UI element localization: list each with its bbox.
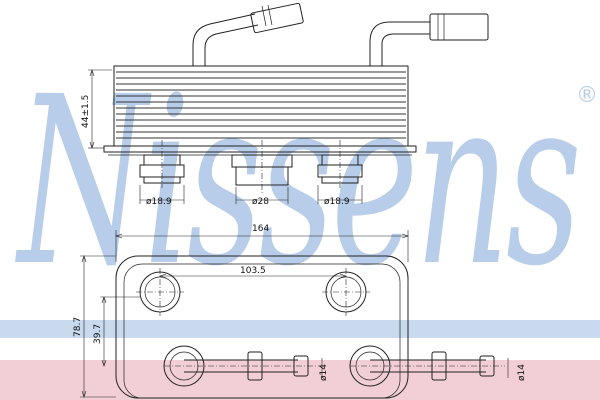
watermark-band-blue <box>0 320 600 338</box>
overall-width-label: 164 <box>252 224 269 234</box>
overall-height-label: 78.7 <box>73 317 83 337</box>
port-left <box>139 140 185 188</box>
bottom-pipe-right <box>349 345 505 387</box>
watermark-brand-text: Nissens <box>15 47 578 317</box>
port-center <box>231 140 293 195</box>
registered-mark: ® <box>576 83 598 108</box>
bottom-pipe-left <box>163 345 320 387</box>
port-center-width-label: ø28 <box>252 197 269 207</box>
top-hole-right <box>322 268 370 316</box>
port-spacing-label: 103.5 <box>240 266 266 276</box>
side-view: ø18.9 ø28 ø18.9 44±1.5 <box>81 2 489 207</box>
cooler-fins <box>116 71 406 139</box>
side-view-right-pipe <box>369 13 489 66</box>
side-view-left-pipe <box>192 2 304 66</box>
top-view: 164 103.5 <box>73 224 527 399</box>
watermark-band-pink <box>0 360 600 400</box>
port-right <box>317 140 363 188</box>
pipe-diameter-left-label: ø14 <box>319 364 329 381</box>
cooler-base-plate <box>103 145 417 153</box>
height-dimension-label: 44±1.5 <box>81 95 91 128</box>
pipe-diameter-right-label: ø14 <box>517 364 527 381</box>
brand-watermark: Nissens ® <box>0 47 600 400</box>
port-left-diameter-label: ø18.9 <box>146 197 172 207</box>
port-offset-label: 39.7 <box>93 324 103 344</box>
port-right-diameter-label: ø18.9 <box>324 197 350 207</box>
